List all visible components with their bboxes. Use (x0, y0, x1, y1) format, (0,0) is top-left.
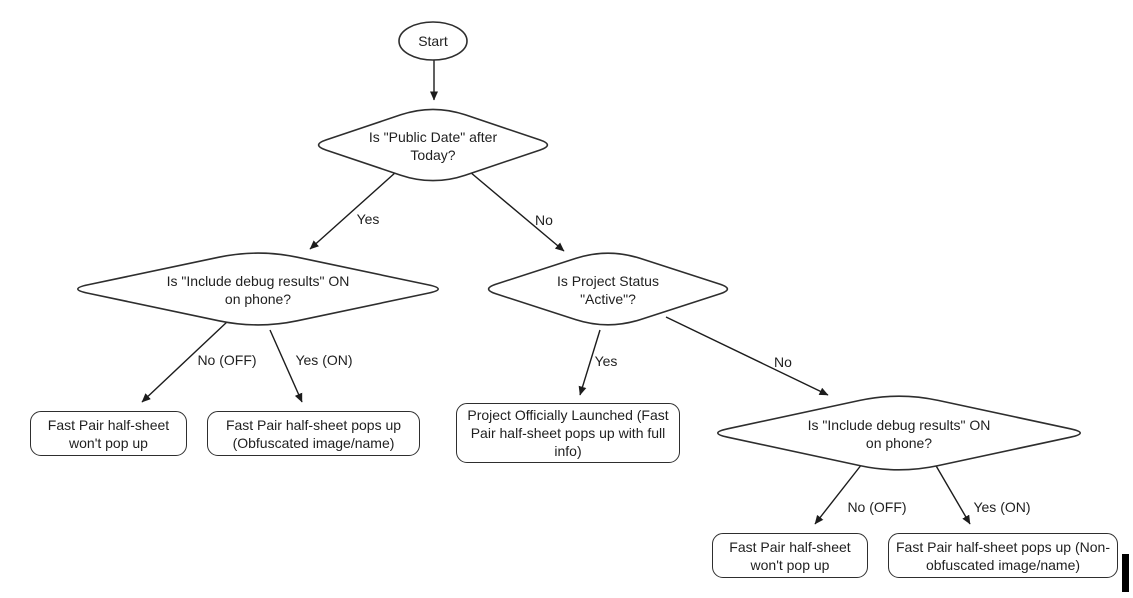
result-non-obfuscated-label: Fast Pair half-sheet pops up (Non-obfusc… (896, 538, 1110, 573)
decision-public-date-shape (317, 108, 549, 182)
result-no-popup-left-box: Fast Pair half-sheet won't pop up (30, 411, 187, 456)
edge-label-yes-on-left: Yes (ON) (295, 352, 353, 368)
result-non-obfuscated-box: Fast Pair half-sheet pops up (Non-obfusc… (888, 533, 1118, 578)
decision-project-status-shape (487, 252, 729, 326)
edge-label-no-public-date: No (535, 212, 553, 228)
decision-debug-right-label: Is "Include debug results" ON on phone? (807, 417, 991, 451)
result-launched-label: Project Officially Launched (Fast Pair h… (467, 407, 669, 459)
edge-no-to-project-status (469, 171, 565, 252)
result-launched-box: Project Officially Launched (Fast Pair h… (456, 403, 680, 463)
decision-debug-left-shape (77, 252, 439, 326)
edge-label-no-status: No (774, 354, 792, 370)
decision-project-status-label: Is Project Status "Active"? (557, 273, 659, 307)
edge-no-off-to-wont-popup-left (141, 320, 229, 403)
decision-public-date-label: Is "Public Date" after Today? (368, 129, 498, 163)
decision-debug-right-shape (717, 395, 1081, 471)
edge-yes-to-debug-left (309, 171, 397, 250)
edge-label-yes-on-right: Yes (ON) (973, 499, 1031, 515)
decision-debug-left-label: Is "Include debug results" ON on phone? (166, 273, 350, 307)
start-label: Start (418, 33, 448, 49)
edge-yes-on-to-non-obfuscated (934, 463, 971, 525)
result-no-popup-left-label: Fast Pair half-sheet won't pop up (47, 416, 170, 451)
result-obfuscated-box: Fast Pair half-sheet pops up (Obfuscated… (207, 411, 420, 456)
edge-no-off-to-wont-popup-right (814, 463, 863, 525)
result-obfuscated-label: Fast Pair half-sheet pops up (Obfuscated… (225, 416, 402, 451)
result-no-popup-right-label: Fast Pair half-sheet won't pop up (729, 538, 851, 573)
start-terminator-shape (398, 21, 468, 61)
edge-label-yes-public-date: Yes (356, 211, 380, 227)
edge-no-to-debug-right (665, 316, 829, 396)
edge-label-no-off-right: No (OFF) (847, 499, 907, 515)
edge-label-yes-status: Yes (594, 353, 618, 369)
text-cursor-artifact (1122, 554, 1129, 592)
edge-yes-on-to-obfuscated (269, 329, 303, 403)
result-no-popup-right-box: Fast Pair half-sheet won't pop up (712, 533, 868, 578)
edge-label-no-off-left: No (OFF) (197, 352, 257, 368)
edge-yes-to-launched (578, 329, 601, 396)
